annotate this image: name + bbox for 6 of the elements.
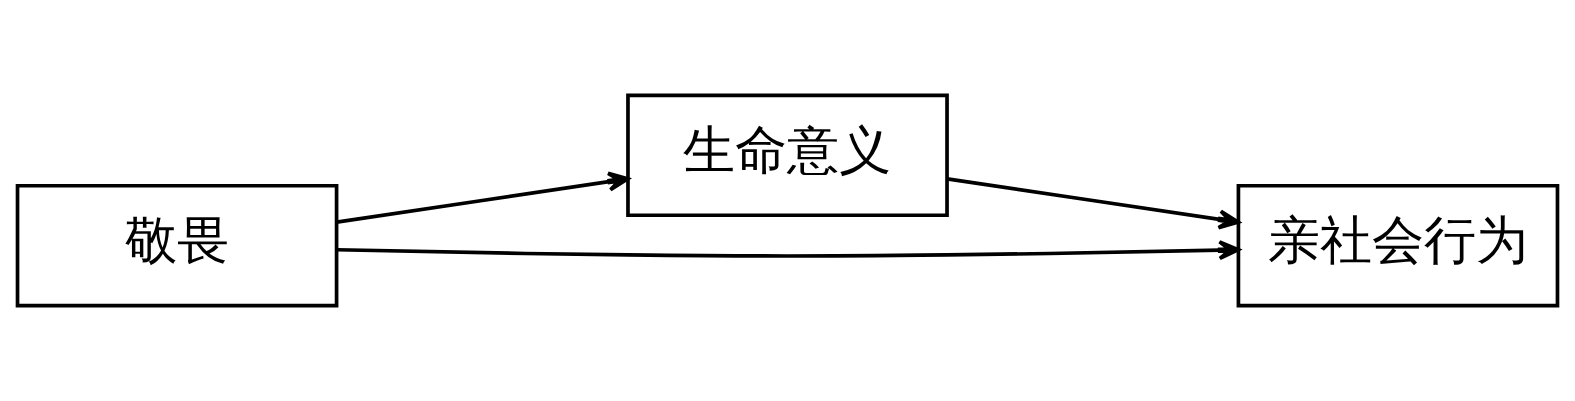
node-box: 生命意义: [626, 93, 949, 218]
arrow: [946, 177, 1240, 230]
arrow: [336, 171, 630, 224]
node-box: 亲社会行为: [1236, 183, 1560, 308]
arrow: [336, 240, 1240, 261]
node-box: 敬畏: [15, 183, 339, 308]
